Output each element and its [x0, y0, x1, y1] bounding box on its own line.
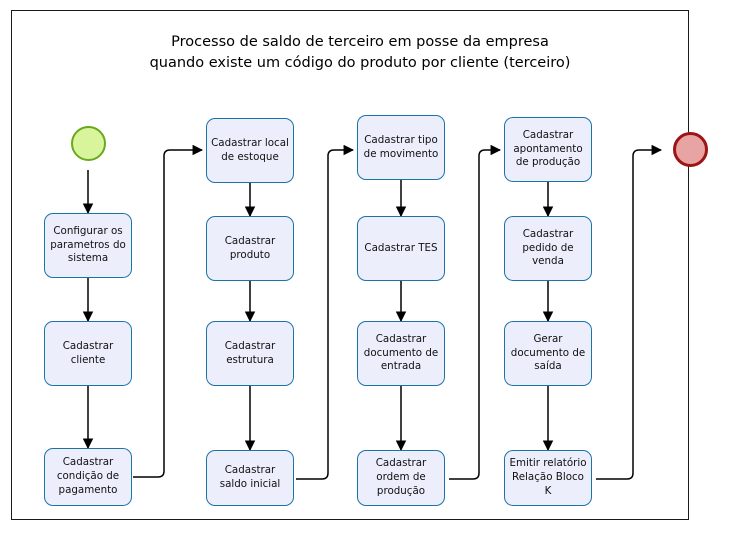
node-gerar-documento-saida[interactable]: Gerar documento de saída [504, 321, 592, 386]
node-cadastrar-local-estoque[interactable]: Cadastrar local de estoque [206, 118, 294, 183]
node-label: Cadastrar pedido de venda [522, 227, 574, 268]
node-cadastrar-cliente[interactable]: Cadastrar cliente [44, 321, 132, 386]
node-label: Cadastrar ordem de produção [375, 457, 427, 497]
node-label: Cadastrar TES [364, 241, 438, 254]
node-label: Configurar os parametros do sistema [50, 224, 126, 265]
node-label: Cadastrar documento de entrada [363, 332, 439, 373]
node-cadastrar-ordem-producao[interactable]: Cadastrar ordem de produção [357, 450, 445, 506]
node-cadastrar-pedido-venda[interactable]: Cadastrar pedido de venda [504, 216, 592, 281]
node-cadastrar-produto[interactable]: Cadastrar produto [206, 216, 294, 281]
node-label: Cadastrar estrutura [224, 339, 276, 366]
node-label: Emitir relatório Relação Bloco K [509, 457, 587, 497]
title-line-1: Processo de saldo de terceiro em posse d… [171, 34, 549, 50]
node-label: Cadastrar tipo de movimento [363, 133, 439, 160]
node-label: Cadastrar cliente [62, 339, 114, 366]
start-event[interactable] [71, 126, 106, 161]
diagram-title: Processo de saldo de terceiro em posse d… [60, 32, 660, 73]
node-label: Cadastrar produto [224, 234, 276, 261]
node-label: Cadastrar local de estoque [211, 136, 289, 163]
node-cadastrar-condicao-pagamento[interactable]: Cadastrar condição de pagamento [44, 448, 132, 506]
node-label: Cadastrar apontamento de produção [513, 128, 583, 169]
node-configurar-parametros[interactable]: Configurar os parametros do sistema [44, 213, 132, 278]
node-cadastrar-apontamento-producao[interactable]: Cadastrar apontamento de produção [504, 117, 592, 182]
node-label: Gerar documento de saída [510, 332, 586, 373]
node-cadastrar-tipo-movimento[interactable]: Cadastrar tipo de movimento [357, 115, 445, 180]
node-cadastrar-saldo-inicial[interactable]: Cadastrar saldo inicial [206, 450, 294, 506]
node-label: Cadastrar saldo inicial [219, 464, 281, 490]
node-cadastrar-tes[interactable]: Cadastrar TES [357, 216, 445, 281]
node-label: Cadastrar condição de pagamento [56, 456, 120, 496]
title-line-2: quando existe um código do produto por c… [149, 54, 571, 71]
node-emitir-relatorio-bloco-k[interactable]: Emitir relatório Relação Bloco K [504, 450, 592, 506]
end-event[interactable] [673, 132, 708, 167]
node-cadastrar-documento-entrada[interactable]: Cadastrar documento de entrada [357, 321, 445, 386]
node-cadastrar-estrutura[interactable]: Cadastrar estrutura [206, 321, 294, 386]
